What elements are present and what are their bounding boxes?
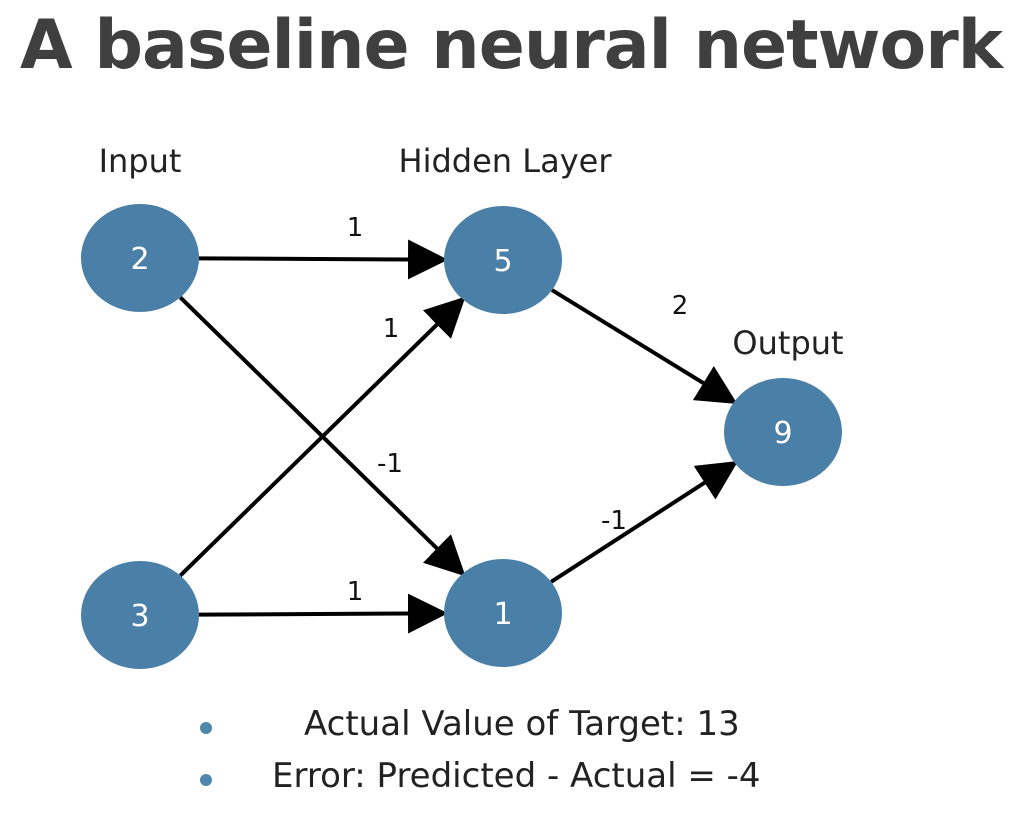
note-error-text: Error: Predicted - Actual = -4 xyxy=(272,756,761,796)
edge-input-top-to-hidden-top xyxy=(198,239,449,280)
hidden-layer-label: Hidden Layer xyxy=(399,142,613,180)
input-layer-label: Input xyxy=(99,142,182,180)
weight-label-input-bottom-to-hidden-bottom: 1 xyxy=(347,577,364,607)
node-input-bottom: 3 xyxy=(81,561,199,669)
weight-label-input-top-to-hidden-bottom: -1 xyxy=(377,449,403,479)
edge-hidden-top-to-output xyxy=(550,288,738,405)
weight-label-hidden-top-to-output: 2 xyxy=(672,291,689,321)
weight-label-input-bottom-to-hidden-top: 1 xyxy=(383,314,400,344)
bullet-dot-icon xyxy=(200,722,212,734)
node-circle xyxy=(444,206,562,314)
node-value: 2 xyxy=(130,242,149,277)
nodes-layer: 2 3 5 1 9 xyxy=(81,204,842,669)
node-hidden-top: 5 xyxy=(444,206,562,314)
weights-layer: 1 1 -1 1 2 -1 xyxy=(347,213,689,607)
edge-input-top-to-hidden-bottom xyxy=(178,295,466,577)
edges-layer xyxy=(178,239,739,634)
note-actual-value: Actual Value of Target: 13 xyxy=(190,700,890,752)
node-input-top: 2 xyxy=(81,204,199,312)
edge-input-bottom-to-hidden-top xyxy=(178,296,466,578)
node-value: 3 xyxy=(130,599,149,634)
node-circle xyxy=(81,204,199,312)
edge-input-bottom-to-hidden-bottom xyxy=(198,593,449,634)
node-output: 9 xyxy=(724,378,842,486)
weight-label-input-top-to-hidden-top: 1 xyxy=(347,213,364,243)
node-circle xyxy=(81,561,199,669)
weight-label-hidden-bottom-to-output: -1 xyxy=(601,506,627,536)
output-layer-label: Output xyxy=(732,324,843,362)
node-circle xyxy=(724,378,842,486)
node-value: 5 xyxy=(493,244,512,279)
node-value: 9 xyxy=(773,416,792,451)
node-circle xyxy=(444,559,562,667)
edge-hidden-bottom-to-output xyxy=(550,460,739,584)
note-actual-value-text: Actual Value of Target: 13 xyxy=(304,704,740,744)
network-diagram: Input Hidden Layer Output 1 1 -1 1 2 -1 2 3 5 1 9 xyxy=(81,142,844,669)
note-error: Error: Predicted - Actual = -4 xyxy=(190,752,890,804)
node-hidden-bottom: 1 xyxy=(444,559,562,667)
slide-title: A baseline neural network xyxy=(20,6,1003,85)
node-value: 1 xyxy=(493,597,512,632)
notes-list: Actual Value of Target: 13 Error: Predic… xyxy=(190,700,890,804)
bullet-dot-icon xyxy=(200,774,212,786)
